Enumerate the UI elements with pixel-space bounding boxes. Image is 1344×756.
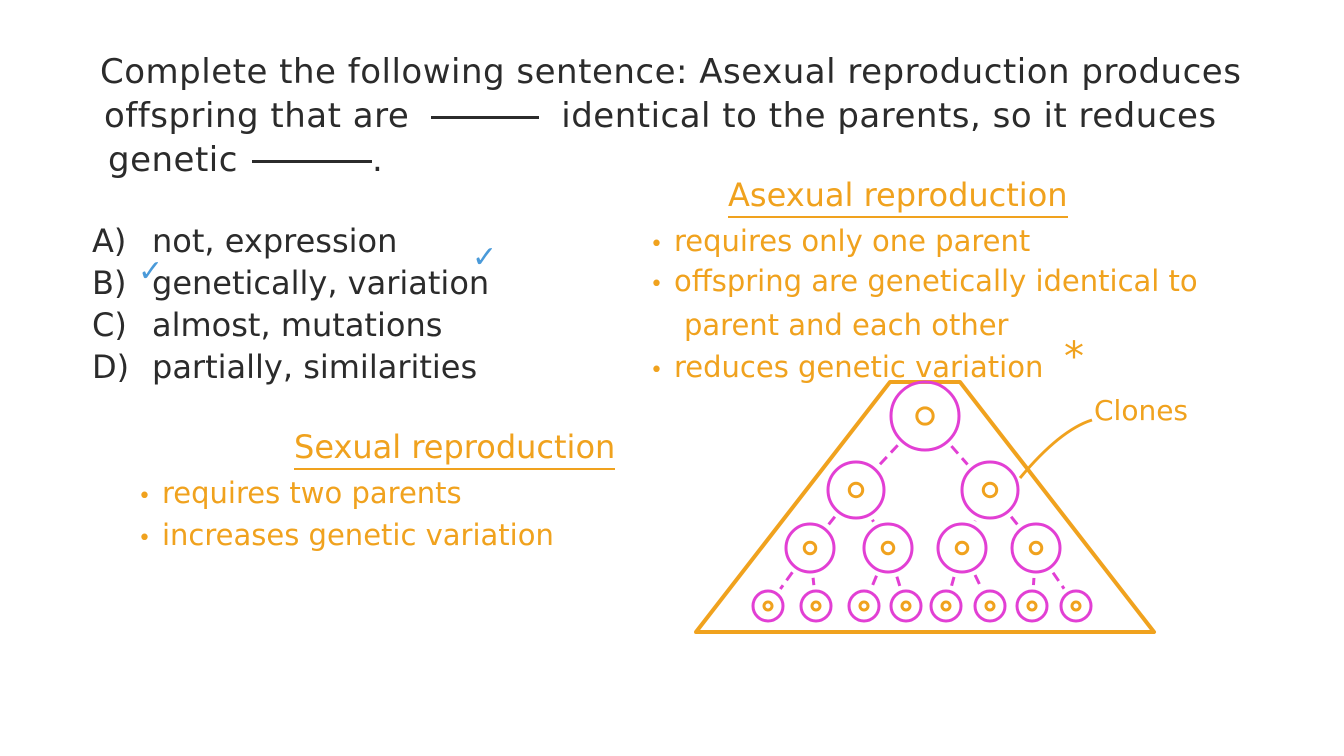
cell-nucleus (762, 600, 774, 612)
option-b-text: genetically, variation (152, 264, 490, 302)
option-d-text: partially, similarities (152, 348, 478, 386)
cell-nucleus (954, 540, 970, 556)
clone-cell (1015, 589, 1049, 623)
asexual-bullet-1: • requires only one parent (650, 224, 1030, 258)
asexual-bullet-3: • reduces genetic variation (650, 350, 1043, 384)
question-line-3: genetic. (108, 140, 383, 180)
cell-nucleus (847, 481, 865, 499)
option-a-letter: A) (92, 222, 127, 260)
star-icon: * (1064, 334, 1084, 380)
bullet-dot: • (650, 232, 663, 257)
clone-cell (784, 522, 836, 574)
asexual-bullet-2-text: offspring are genetically identical to (674, 264, 1198, 298)
answer-blank-1 (431, 116, 540, 119)
division-link (827, 515, 837, 526)
clone-cell (889, 380, 961, 452)
division-link (1051, 571, 1066, 590)
cell-nucleus (1026, 600, 1038, 612)
clone-cell (960, 460, 1020, 520)
option-a[interactable]: A) not, expression (92, 222, 397, 260)
asexual-bullet-3-text: reduces genetic variation (674, 350, 1044, 384)
division-link (1009, 515, 1019, 526)
option-d-letter: D) (92, 348, 130, 386)
option-b-letter: B) (92, 264, 127, 302)
clone-cell (929, 589, 963, 623)
division-link (950, 576, 956, 587)
option-a-text: not, expression (152, 222, 398, 260)
clone-cell (889, 589, 923, 623)
option-c[interactable]: C) almost, mutations (92, 306, 442, 344)
clone-cell (973, 589, 1007, 623)
sexual-heading: Sexual reproduction (294, 428, 616, 470)
bullet-dot: • (138, 526, 151, 551)
clone-cell (1010, 522, 1062, 574)
cell-nucleus (802, 540, 818, 556)
clone-cell (847, 589, 881, 623)
clones-label: Clones (1094, 394, 1189, 427)
division-link (811, 577, 816, 586)
division-link (870, 575, 878, 588)
division-link (950, 445, 969, 466)
asexual-heading: Asexual reproduction (728, 176, 1068, 218)
clone-cell (1059, 589, 1093, 623)
cell-nucleus (940, 600, 952, 612)
clone-cell (862, 522, 914, 574)
cell-nucleus (858, 600, 870, 612)
bullet-dot: • (650, 272, 663, 297)
option-b[interactable]: B) genetically, variation (92, 264, 489, 302)
question-line-3-end: . (371, 140, 384, 180)
division-link (779, 571, 794, 590)
cell-group (751, 380, 1093, 623)
clone-cell (826, 460, 886, 520)
answer-blank-2 (251, 160, 372, 163)
question-line-3-start: genetic (108, 140, 238, 180)
question-line-2-end: identical to the parents, so it reduces (561, 96, 1217, 136)
division-link (871, 519, 875, 523)
asexual-bullet-2: • offspring are genetically identical to (650, 264, 1198, 298)
division-link (973, 574, 983, 588)
bullet-dot: • (138, 484, 151, 509)
option-d[interactable]: D) partially, similarities (92, 348, 477, 386)
link-group (779, 444, 1066, 590)
clone-cell (936, 522, 988, 574)
cell-nucleus (900, 600, 912, 612)
option-c-text: almost, mutations (152, 306, 443, 344)
clones-pointer-line (1018, 418, 1093, 479)
division-link (878, 444, 899, 467)
question-line-1: Complete the following sentence: Asexual… (100, 52, 1242, 92)
question-line-2: offspring that are identical to the paren… (104, 96, 1217, 136)
pyramid-triangle (694, 380, 1156, 634)
asexual-bullet-1-text: requires only one parent (674, 224, 1031, 258)
bullet-dot: • (650, 358, 663, 383)
sexual-bullet-2-text: increases genetic variation (162, 518, 554, 552)
question-line-2-start: offspring that are (104, 96, 410, 136)
cell-nucleus (1028, 540, 1044, 556)
cell-nucleus (915, 406, 935, 426)
asexual-bullet-2-continued: parent and each other (684, 308, 1009, 342)
option-c-letter: C) (92, 306, 127, 344)
cell-nucleus (880, 540, 896, 556)
clone-cell (751, 589, 785, 623)
check-icon-1: ✓ (138, 254, 164, 289)
cell-nucleus (810, 600, 822, 612)
division-link (895, 576, 902, 587)
cell-nucleus (981, 481, 999, 499)
check-icon-2: ✓ (472, 240, 498, 275)
cell-nucleus (984, 600, 996, 612)
sexual-bullet-1-text: requires two parents (162, 476, 462, 510)
sexual-bullet-2: • increases genetic variation (138, 518, 554, 552)
clone-cell (799, 589, 833, 623)
sexual-bullet-1: • requires two parents (138, 476, 462, 510)
cell-nucleus (1070, 600, 1082, 612)
